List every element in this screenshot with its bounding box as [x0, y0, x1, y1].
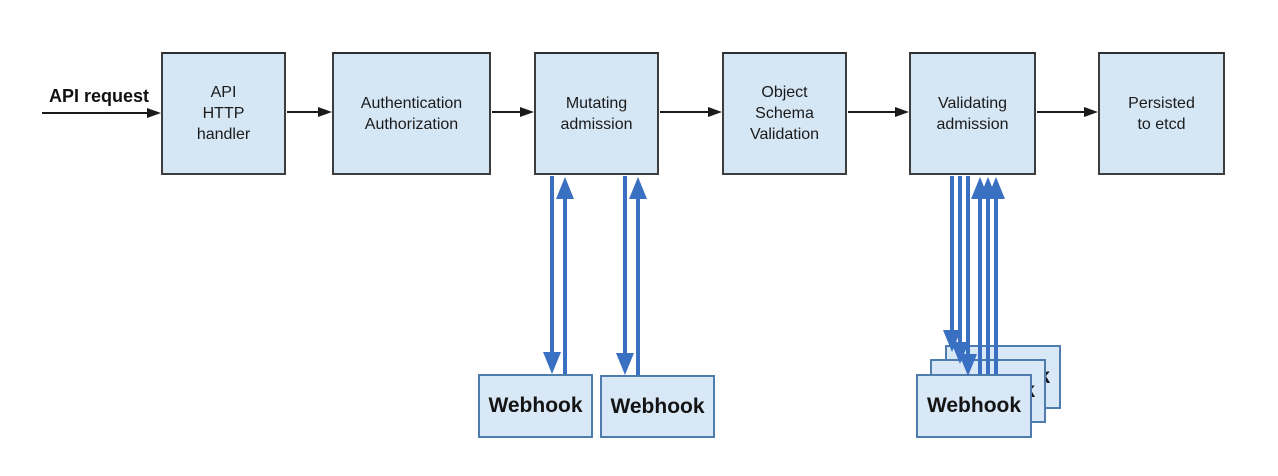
validating-webhook-front: Webhook	[916, 374, 1032, 438]
arrow-auth-to-mutating	[492, 107, 534, 117]
node-label-line: HTTP	[202, 105, 245, 122]
mutating-webhook-2: Webhook	[600, 375, 715, 438]
arrow-schema-to-validating	[848, 107, 909, 117]
arrow-mutating-to-schema	[660, 107, 722, 117]
node-label-line: Mutating	[565, 94, 628, 112]
node-label-line: Authorization	[364, 115, 459, 133]
node-label-line: admission	[936, 115, 1009, 133]
node-validating-admission: Validating admission	[909, 52, 1036, 175]
node-api-http-handler: API HTTP handler	[161, 52, 286, 175]
webhook-label: Webhook	[610, 394, 705, 418]
node-label-line: admission	[560, 115, 633, 133]
mutating-webhook-1: Webhook	[478, 374, 593, 438]
arrow-api-request	[42, 108, 161, 118]
node-authentication-authorization: Authentication Authorization	[332, 52, 491, 175]
node-label-line: Validating	[937, 94, 1008, 112]
node-label-line: handler	[196, 126, 251, 143]
node-mutating-admission: Mutating admission	[534, 52, 659, 175]
node-object-schema-validation: Object Schema Validation	[722, 52, 847, 175]
node-label-line: Persisted	[1128, 94, 1195, 112]
mutating-webhook-1-up-arrow	[556, 177, 574, 374]
validating-webhook-down-arrow-2	[951, 176, 969, 364]
node-label-line: API	[210, 84, 237, 101]
node-label-line: Schema	[755, 105, 814, 122]
node-label-line: Authentication	[360, 94, 463, 112]
node-label-line: Validation	[749, 126, 820, 143]
mutating-webhook-2-down-arrow	[616, 176, 634, 375]
node-persisted-to-etcd: Persisted to etcd	[1098, 52, 1225, 175]
node-label-line: to etcd	[1137, 115, 1186, 133]
api-request-label: API request	[48, 86, 150, 106]
arrow-validating-to-etcd	[1037, 107, 1098, 117]
mutating-webhook-2-up-arrow	[629, 177, 647, 375]
validating-webhook-down-arrow-1	[943, 176, 961, 352]
node-label-line: Object	[761, 84, 808, 101]
arrow-handler-to-auth	[287, 107, 332, 117]
webhook-label: Webhook	[926, 394, 1022, 417]
webhook-label: Webhook	[488, 394, 583, 417]
mutating-webhook-1-down-arrow	[543, 176, 561, 374]
